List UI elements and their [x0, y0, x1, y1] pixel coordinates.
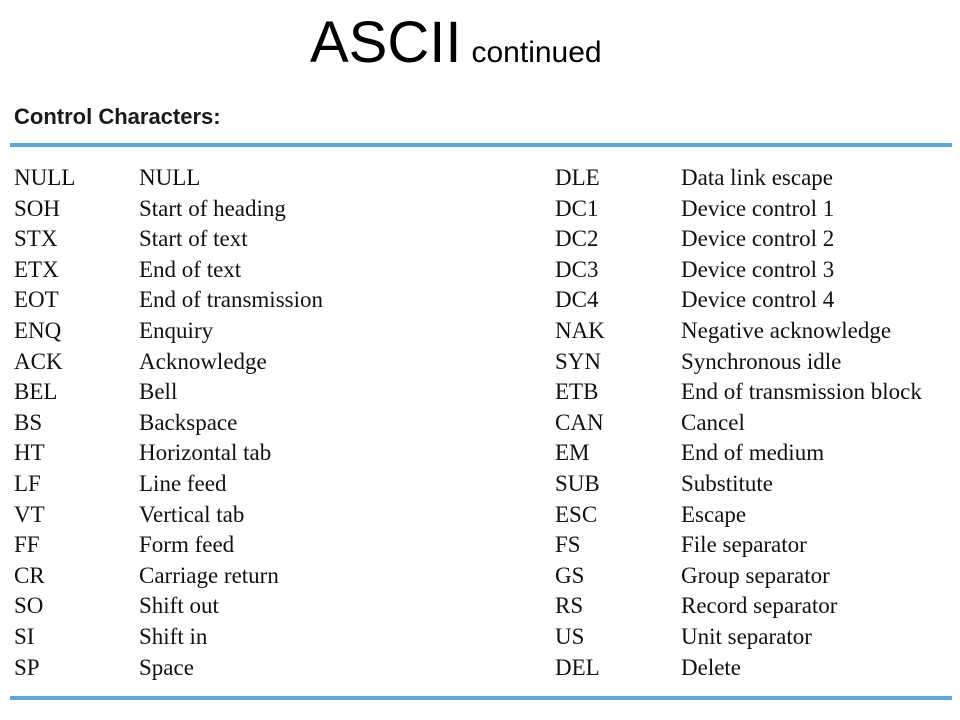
control-code: DC4	[555, 287, 599, 313]
control-code: CAN	[555, 409, 604, 435]
table-row: CR Carriage return GS Group separator	[0, 561, 960, 592]
table-row: ETX End of text DC3 Device control 3	[0, 255, 960, 286]
control-code: ETB	[555, 379, 599, 405]
control-code: ETX	[14, 256, 59, 282]
control-code: STX	[14, 226, 58, 252]
table-row: SI Shift in US Unit separator	[0, 622, 960, 653]
control-code: US	[555, 623, 585, 649]
control-code: SYN	[555, 348, 602, 374]
control-description: Space	[139, 654, 194, 680]
control-code: CR	[14, 562, 45, 588]
control-description: Bell	[139, 379, 178, 405]
control-description: Carriage return	[139, 562, 279, 588]
section-heading: Control Characters:	[14, 104, 221, 129]
control-code: DC1	[555, 195, 599, 221]
table-row: FF Form feed FS File separator	[0, 530, 960, 561]
control-description: Device control 3	[681, 256, 835, 282]
control-code: SUB	[555, 470, 600, 496]
control-description: Acknowledge	[139, 348, 267, 374]
control-description: Group separator	[681, 562, 830, 588]
table-row: LF Line feed SUB Substitute	[0, 469, 960, 500]
control-description: Substitute	[681, 470, 774, 496]
control-description: Delete	[681, 654, 742, 680]
control-code: NULL	[14, 165, 76, 190]
table-row: STX Start of text DC2 Device control 2	[0, 224, 960, 255]
control-code: DC3	[555, 256, 599, 282]
control-description: Line feed	[139, 470, 227, 496]
control-description: Shift out	[139, 593, 219, 619]
control-description: Shift in	[139, 623, 208, 649]
control-code: ACK	[14, 348, 63, 374]
table-row: SO Shift out RS Record separator	[0, 591, 960, 622]
table-row: ACK Acknowledge SYN Synchronous idle	[0, 347, 960, 378]
control-description: Vertical tab	[139, 501, 245, 527]
control-description: Cancel	[681, 409, 745, 435]
control-description: File separator	[681, 532, 807, 558]
control-code: RS	[555, 593, 584, 619]
control-description: Device control 2	[681, 226, 835, 252]
control-code: DEL	[555, 654, 600, 680]
control-description: Horizontal tab	[139, 440, 272, 466]
control-code: ENQ	[14, 317, 62, 343]
control-code: GS	[555, 562, 585, 588]
control-code: EOT	[14, 287, 59, 313]
control-description: Enquiry	[139, 317, 214, 343]
control-description: Unit separator	[681, 623, 812, 649]
control-code: DLE	[555, 165, 600, 190]
top-rule	[10, 143, 952, 147]
control-code: HT	[14, 440, 45, 466]
control-code: ESC	[555, 501, 598, 527]
table-row: BS Backspace CAN Cancel	[0, 408, 960, 439]
table-row: BEL Bell ETB End of transmission block	[0, 377, 960, 408]
control-code: SO	[14, 593, 44, 619]
control-description: End of medium	[681, 440, 825, 466]
slide-title-sub: continued	[471, 36, 602, 69]
table-row: SP Space DEL Delete	[0, 653, 960, 684]
table-row: HT Horizontal tab EM End of medium	[0, 438, 960, 469]
table-row: VT Vertical tab ESC Escape	[0, 500, 960, 531]
control-description: NULL	[139, 165, 201, 190]
control-description: Data link escape	[681, 165, 833, 190]
control-code: NAK	[555, 317, 605, 343]
table-row: SOH Start of heading DC1 Device control 1	[0, 194, 960, 225]
control-description: Synchronous idle	[681, 348, 842, 374]
control-description: Start of heading	[139, 195, 286, 221]
table-row: NULL NULL DLE Data link escape	[0, 163, 960, 194]
control-description: End of transmission block	[681, 379, 922, 405]
control-description: End of text	[139, 256, 242, 282]
control-description: End of transmission	[139, 287, 323, 313]
control-code: SI	[14, 623, 35, 649]
control-code: VT	[14, 501, 45, 527]
control-description: Escape	[681, 501, 747, 527]
control-code: FF	[14, 532, 40, 558]
control-description: Start of text	[139, 226, 248, 252]
control-description: Form feed	[139, 532, 235, 558]
bottom-rule	[10, 696, 952, 700]
control-description: Record separator	[681, 593, 838, 619]
control-code: BS	[14, 409, 43, 435]
control-code: FS	[555, 532, 581, 558]
control-description: Negative acknowledge	[681, 317, 892, 343]
control-description: Device control 4	[681, 287, 835, 313]
control-description: Backspace	[139, 409, 238, 435]
control-code: BEL	[14, 379, 58, 405]
control-code: LF	[14, 470, 41, 496]
control-code: EM	[555, 440, 590, 466]
control-description: Device control 1	[681, 195, 835, 221]
control-code: SOH	[14, 195, 61, 221]
control-code: DC2	[555, 226, 599, 252]
slide-title-main: ASCII	[310, 10, 462, 75]
control-code: SP	[14, 654, 40, 680]
table-row: ENQ Enquiry NAK Negative acknowledge	[0, 316, 960, 347]
table-row: EOT End of transmission DC4 Device control …	[0, 285, 960, 316]
